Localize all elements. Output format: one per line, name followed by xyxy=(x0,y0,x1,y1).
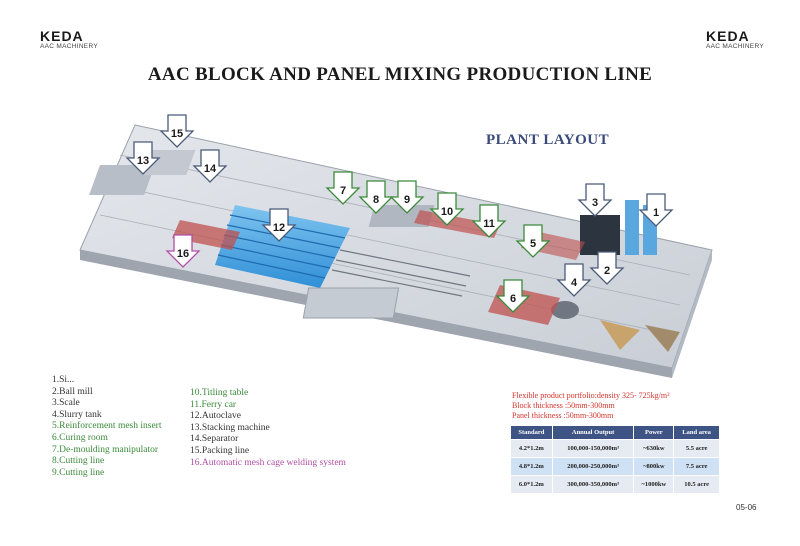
legend-item: 1.Si... xyxy=(52,375,75,385)
brand-logo-left: KEDA AAC MACHINERY xyxy=(40,28,98,50)
legend-item: 13.Stacking machine xyxy=(190,422,270,433)
marker-label: 2 xyxy=(604,265,610,277)
marker-6: 6 xyxy=(495,279,531,313)
legend-item: 10.Titling table xyxy=(190,388,249,398)
legend-item: 4.Slurry tank xyxy=(52,409,102,420)
marker-label: 11 xyxy=(483,218,495,230)
table-header-row: Standard Annual Output Power Land area xyxy=(510,425,720,440)
table-cell: 200,000-250,000m³ xyxy=(551,457,635,476)
table-header: Standard xyxy=(510,425,553,440)
table-cell: ~800kw xyxy=(633,457,675,476)
table-row: 6.0*1.2m 300,000-350,000m³ ~1000kw 10.5 … xyxy=(510,475,720,494)
table-cell: 100,000-150,000m³ xyxy=(551,439,635,458)
marker-label: 10 xyxy=(441,206,453,218)
marker-label: 4 xyxy=(571,277,578,289)
legend-item: 11.Ferry car xyxy=(190,399,237,410)
marker-15: 15 xyxy=(159,114,195,148)
marker-label: 15 xyxy=(171,128,183,140)
legend-item: 16.Automatic mesh cage welding system xyxy=(190,457,346,468)
building-side-wall xyxy=(672,250,712,378)
marker-13: 13 xyxy=(125,141,161,175)
spec-density: Flexible product portfolio:density 325- … xyxy=(512,391,670,400)
legend-item: 15.Packing line xyxy=(190,445,250,456)
table-cell: 5.5 acre xyxy=(673,439,720,458)
marker-4: 4 xyxy=(556,263,592,297)
legend-item: 5.Reinforcement mesh insert xyxy=(52,421,162,432)
logo-subtitle: AAC MACHINERY xyxy=(40,43,98,50)
marker-label: 6 xyxy=(510,293,516,305)
page-number: 05-06 xyxy=(736,503,757,512)
table-cell: 7.5 acre xyxy=(673,457,720,476)
page-title: AAC BLOCK AND PANEL MIXING PRODUCTION LI… xyxy=(147,64,653,85)
marker-1: 1 xyxy=(638,193,674,227)
legend-item: 8.Cutting line xyxy=(52,456,105,467)
marker-label: 1 xyxy=(653,207,659,219)
marker-11: 11 xyxy=(471,204,507,238)
logo-subtitle: AAC MACHINERY xyxy=(706,43,764,50)
marker-8: 8 xyxy=(358,180,394,214)
marker-10: 10 xyxy=(429,192,465,226)
table-cell: ~1000kw xyxy=(633,475,675,494)
marker-label: 8 xyxy=(373,194,379,206)
capacity-table: Standard Annual Output Power Land area 4… xyxy=(510,425,720,494)
legend-list-right: 10.Titling table 11.Ferry car 12.Autocla… xyxy=(190,388,346,469)
marker-label: 12 xyxy=(273,222,285,234)
legend-item: 7.De-moulding manipulator xyxy=(52,444,159,455)
table-cell: 10.5 acre xyxy=(673,475,720,494)
table-cell: 4.2*1.2m xyxy=(510,439,553,458)
table-header: Land area xyxy=(673,425,720,440)
marker-label: 5 xyxy=(530,238,536,250)
marker-label: 3 xyxy=(592,197,598,209)
marker-12: 12 xyxy=(261,208,297,242)
marker-label: 14 xyxy=(204,163,217,175)
table-row: 4.2*1.2m 100,000-150,000m³ ~630kw 5.5 ac… xyxy=(510,439,720,458)
marker-label: 16 xyxy=(177,248,189,260)
spec-block-thickness: Block thickness :50mm-300mm xyxy=(512,401,615,410)
legend-item: 14.Separator xyxy=(190,434,239,445)
product-spec-notes: Flexible product portfolio:density 325- … xyxy=(512,391,670,421)
legend-item: 2.Ball mill xyxy=(52,386,93,397)
table-cell: 6.0*1.2m xyxy=(510,475,553,494)
plant-layout-title: PLANT LAYOUT xyxy=(486,132,610,148)
silo xyxy=(625,200,639,255)
plant-layout-illustration: 1 2 3 4 5 6 7 8 9 10 11 12 13 14 15 16 xyxy=(79,114,713,378)
table-cell: 4.8*1.2m xyxy=(510,457,553,476)
table-cell: 300,000-350,000m³ xyxy=(551,475,635,494)
legend-item: 12.Autoclave xyxy=(190,411,241,422)
marker-16: 16 xyxy=(165,234,201,268)
marker-2: 2 xyxy=(589,251,625,285)
legend-item: 9.Cutting line xyxy=(52,467,105,478)
marker-5: 5 xyxy=(515,224,551,258)
logo-wordmark: KEDA xyxy=(40,28,84,44)
marker-14: 14 xyxy=(192,149,228,183)
spec-panel-thickness: Panel thickness :50mm-300mm xyxy=(512,411,614,420)
marker-label: 7 xyxy=(340,185,346,197)
marker-7: 7 xyxy=(325,171,361,205)
legend-item: 6.Curing room xyxy=(52,432,108,443)
table-cell: ~630kw xyxy=(633,439,675,458)
marker-label: 13 xyxy=(137,155,149,167)
logo-wordmark: KEDA xyxy=(706,28,750,44)
marker-3: 3 xyxy=(577,183,613,217)
legend-item: 3.Scale xyxy=(52,398,80,409)
table-row: 4.8*1.2m 200,000-250,000m³ ~800kw 7.5 ac… xyxy=(510,457,720,476)
legend-list-left: 1.Si... 2.Ball mill 3.Scale 4.Slurry tan… xyxy=(52,375,161,479)
table-header: Annual Output xyxy=(551,425,635,440)
marker-9: 9 xyxy=(389,180,425,214)
marker-label: 9 xyxy=(404,194,410,206)
table-header: Power xyxy=(633,425,675,440)
brand-logo-right: KEDA AAC MACHINERY xyxy=(706,28,764,50)
